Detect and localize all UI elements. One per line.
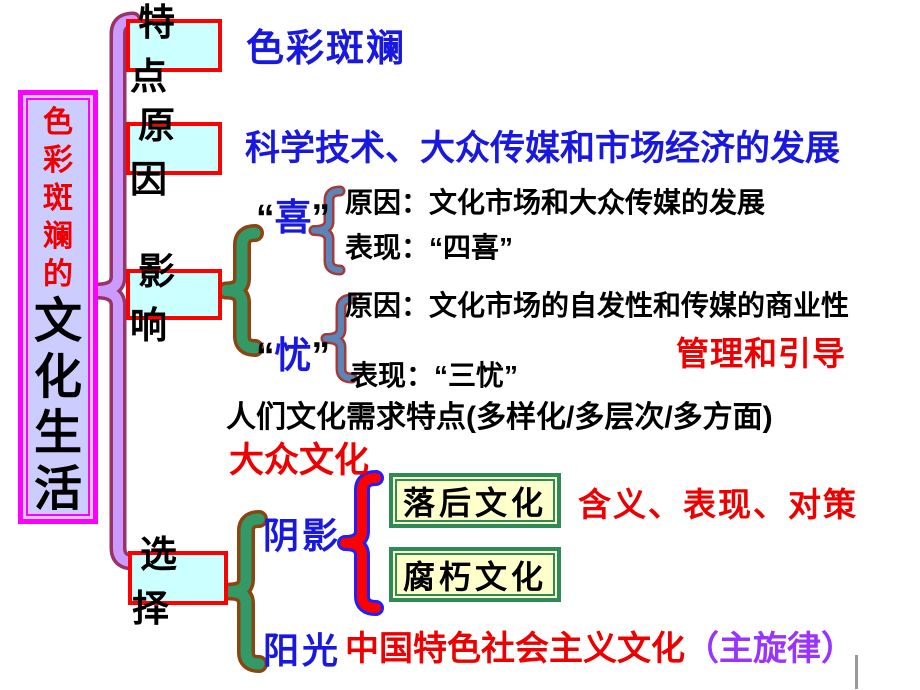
category-box-reasons: 原因 — [126, 105, 222, 200]
brace-worry — [320, 293, 358, 384]
sunshine-value: 中国特色社会主义文化（主旋律） — [345, 632, 855, 666]
reasons-value: 科学技术、大众传媒和市场经济的发展 — [245, 129, 841, 168]
category-box-choice: 选择 — [128, 534, 228, 629]
worry-manifestation: 表现：“三忧” — [350, 360, 519, 391]
root-topic-modifier: 色彩斑斓的 — [43, 106, 73, 291]
joy-term: “喜” — [256, 199, 330, 236]
mass-culture-label: 大众文化 — [229, 441, 370, 480]
backward-culture-label: 落后文化 — [402, 484, 547, 521]
decadent-culture-label: 腐朽文化 — [402, 558, 547, 595]
culture-analysis-note: 含义、表现、对策 — [578, 486, 858, 523]
characteristics-value: 色彩斑斓 — [246, 28, 407, 70]
worry-cause: 原因：文化市场的自发性和传媒的商业性 — [345, 290, 850, 321]
countermeasure-note: 管理和引导 — [676, 335, 846, 372]
worry-term-char: 忧 — [274, 335, 312, 376]
brace-shadow — [337, 470, 384, 616]
brace-influence — [217, 224, 264, 357]
joy-term-char: 喜 — [274, 197, 312, 238]
decadent-culture-box: 腐朽文化 — [389, 547, 561, 602]
root-topic-main: 文化生活 — [33, 295, 82, 516]
joy-quote-close: ” — [311, 197, 331, 238]
category-label-reasons: 原因 — [130, 104, 183, 200]
text-cursor-artifact — [855, 655, 858, 689]
root-topic-box: 色彩斑斓的 文化生活 — [18, 90, 98, 524]
category-label-choice: 选择 — [132, 534, 185, 629]
joy-manifestation: 表现：“四喜” — [345, 232, 514, 263]
worry-term: “忧” — [256, 337, 330, 374]
category-box-characteristics: 特点 — [126, 2, 222, 97]
main-theme-label: （主旋律） — [685, 630, 855, 668]
worry-quote-close: ” — [311, 335, 331, 376]
socialist-culture-label: 中国特色社会主义文化 — [345, 630, 685, 668]
category-box-influence: 影响 — [126, 251, 222, 346]
joy-quote-open: “ — [256, 197, 275, 238]
brace-choice — [221, 510, 268, 673]
sunshine-label: 阳光 — [263, 630, 342, 671]
brace-joy — [308, 185, 346, 276]
joy-cause: 原因：文化市场和大众传媒的发展 — [345, 187, 766, 218]
shadow-label: 阴影 — [263, 515, 342, 556]
demand-note: 人们文化需求特点(多样化/多层次/多方面) — [226, 401, 773, 434]
category-label-characteristics: 特点 — [130, 1, 183, 97]
worry-quote-open: “ — [256, 335, 275, 376]
backward-culture-box: 落后文化 — [389, 473, 561, 528]
category-label-influence: 影响 — [130, 250, 183, 346]
